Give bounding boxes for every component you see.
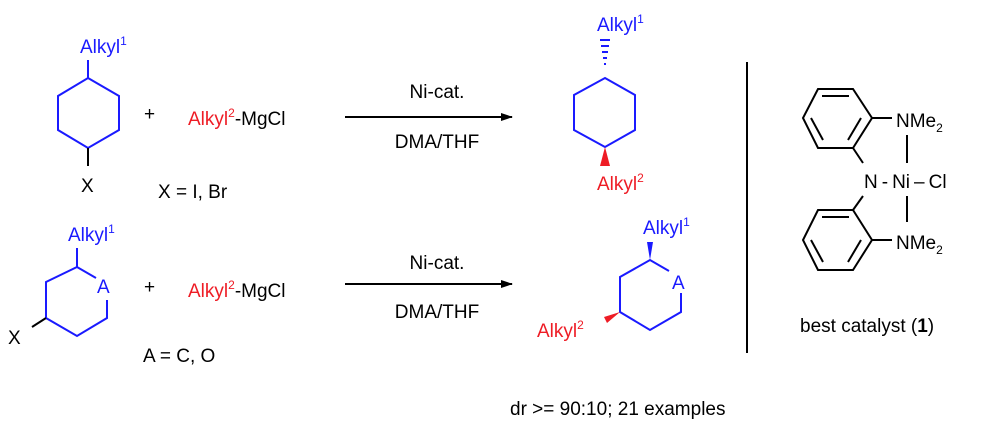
a-definition: A = C, O <box>143 346 215 367</box>
product-1-trans-cyclohexane: Alkyl1 Alkyl2 <box>573 12 644 195</box>
solvent-label: DMA/THF <box>395 302 479 323</box>
alkyl1-label: Alkyl1 <box>68 222 115 246</box>
catalyst-structure: NMe2 N-Ni–Cl NMe2 best catalyst (1) <box>800 88 947 337</box>
alkyl1-label: Alkyl1 <box>597 12 644 36</box>
solvent-label: DMA/THF <box>395 132 479 153</box>
nme2-bottom: NMe2 <box>896 233 943 257</box>
grignard-reagent: Alkyl2-MgCl <box>188 106 285 130</box>
ring-atom-a: A <box>672 273 685 294</box>
x-definition: X = I, Br <box>158 182 228 203</box>
alkyl2-label: Alkyl2 <box>537 318 584 342</box>
ring-atom-a: A <box>97 277 110 298</box>
nme2-top: NMe2 <box>896 111 943 135</box>
alkyl1-label: Alkyl1 <box>643 215 690 239</box>
reactant-2-ring: Alkyl1 A X <box>8 222 115 349</box>
amido-nickel-chloride: N-Ni–Cl <box>864 172 947 193</box>
wedge-bond <box>600 147 610 166</box>
plus-sign: + <box>144 104 155 125</box>
leaving-group-x: X <box>8 328 21 349</box>
reaction-arrow-1: Ni-cat. DMA/THF <box>345 82 513 153</box>
alkyl2-label: Alkyl2 <box>597 171 644 195</box>
plus-sign: + <box>144 277 155 298</box>
catalyst-label: Ni-cat. <box>410 82 465 103</box>
benzene-ring-bottom <box>801 209 874 271</box>
alkyl1-label: Alkyl1 <box>80 34 127 58</box>
catalyst-label: Ni-cat. <box>410 253 465 274</box>
hashed-bond <box>600 39 610 65</box>
product-2-ring: Alkyl1 A Alkyl2 <box>537 215 690 342</box>
reaction-arrow-2: Ni-cat. DMA/THF <box>345 253 513 323</box>
wedge-bond <box>604 312 620 323</box>
grignard-reagent: Alkyl2-MgCl <box>188 278 285 302</box>
reactant-1-cyclohexane: Alkyl1 X <box>57 34 127 197</box>
cyclohexane-ring <box>57 76 120 150</box>
wedge-bond <box>647 242 653 260</box>
selectivity-note: dr >= 90:10; 21 examples <box>510 399 725 420</box>
leaving-group-x: X <box>81 176 94 197</box>
catalyst-caption: best catalyst (1) <box>800 316 934 337</box>
